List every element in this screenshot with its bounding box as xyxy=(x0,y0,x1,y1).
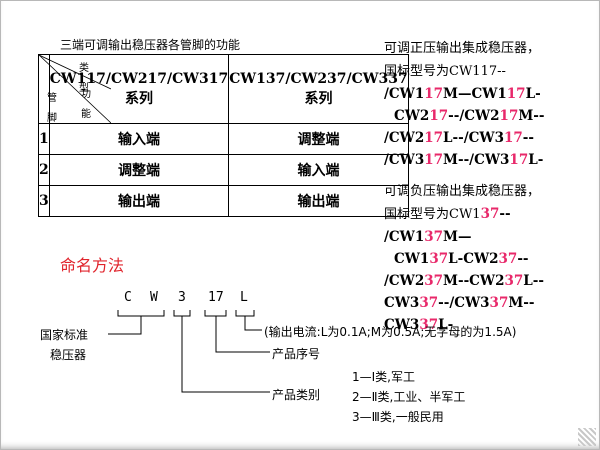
positive-models-line: /CW217L--/CW317-- xyxy=(384,130,534,146)
cell-value: 输入端 xyxy=(48,123,230,155)
corner-decoration xyxy=(578,428,596,446)
table-row: 2 调整端 输入端 xyxy=(38,154,409,186)
corner-type-label: 类 型 xyxy=(79,63,89,94)
code-letter-w: W xyxy=(150,290,158,305)
negative-models-line: CW337L- xyxy=(384,317,454,333)
positive-models-line: /CW317M--/CW317L- xyxy=(384,152,544,168)
positive-models-line: 国标型号为CW117-- xyxy=(384,64,506,79)
code-digits-17: 17 xyxy=(208,290,224,305)
cell-value: 调整端 xyxy=(48,154,230,186)
cell-value: 输入端 xyxy=(228,154,409,186)
label-regulator: 稳压器 xyxy=(50,348,87,362)
label-product-serial: 产品序号 xyxy=(272,347,321,361)
cell-value: 调整端 xyxy=(228,123,409,155)
positive-intro: 可调正压输出集成稳压器， xyxy=(384,41,541,56)
negative-models-line: /CW137M— xyxy=(384,229,472,245)
cell-value: 输出端 xyxy=(48,185,230,217)
category-item: 2—Ⅱ类,工业、半军工 xyxy=(352,390,466,404)
cell-value: 输出端 xyxy=(228,185,409,217)
pin-function-table: 类 型 功 能 管 脚 CW117/CW217/CW317系列 CW137/CW… xyxy=(38,54,409,217)
corner-func-label: 功 能 xyxy=(81,89,91,120)
table-corner-cell: 类 型 功 能 管 脚 xyxy=(38,54,111,124)
negative-models-line: 国标型号为CW137-- xyxy=(384,206,511,222)
category-item: 1—Ⅰ类,军工 xyxy=(352,370,415,384)
category-item: 3—Ⅲ类,一般民用 xyxy=(352,410,444,424)
negative-models-line: /CW237M--CW237L-- xyxy=(384,273,544,289)
table-row: 1 输入端 调整端 xyxy=(38,123,409,155)
positive-models-line: CW217--/CW217M-- xyxy=(394,108,545,124)
label-product-category: 产品类别 xyxy=(272,388,321,402)
table-title: 三端可调输出稳压器各管脚的功能 xyxy=(60,38,241,52)
label-country-standard: 国家标准 xyxy=(40,328,89,342)
code-letter-c: C xyxy=(124,290,132,305)
negative-intro: 可调负压输出集成稳压器， xyxy=(384,184,541,199)
naming-method-heading: 命名方法 xyxy=(60,256,125,275)
table-row: 3 输出端 输出端 xyxy=(38,185,409,217)
negative-models-line: CW337--/CW337M-- xyxy=(384,295,535,311)
model-description: 可调正压输出集成稳压器， 国标型号为CW117-- /CW117M—CW117L… xyxy=(384,38,545,336)
label-output-current: (输出电流:L为0.1A;M为0.5A;无字母的为1.5A) xyxy=(264,325,517,339)
positive-models-line: /CW117M—CW117L- xyxy=(384,86,541,102)
col2-header: CW137/CW237/CW337系列 xyxy=(228,54,409,124)
corner-diagonals xyxy=(39,55,111,123)
code-letter-l: L xyxy=(240,290,248,305)
code-digit-3: 3 xyxy=(178,290,186,305)
negative-models-line: CW137L-CW237-- xyxy=(394,251,529,267)
corner-pin-label: 管 脚 xyxy=(47,93,57,124)
